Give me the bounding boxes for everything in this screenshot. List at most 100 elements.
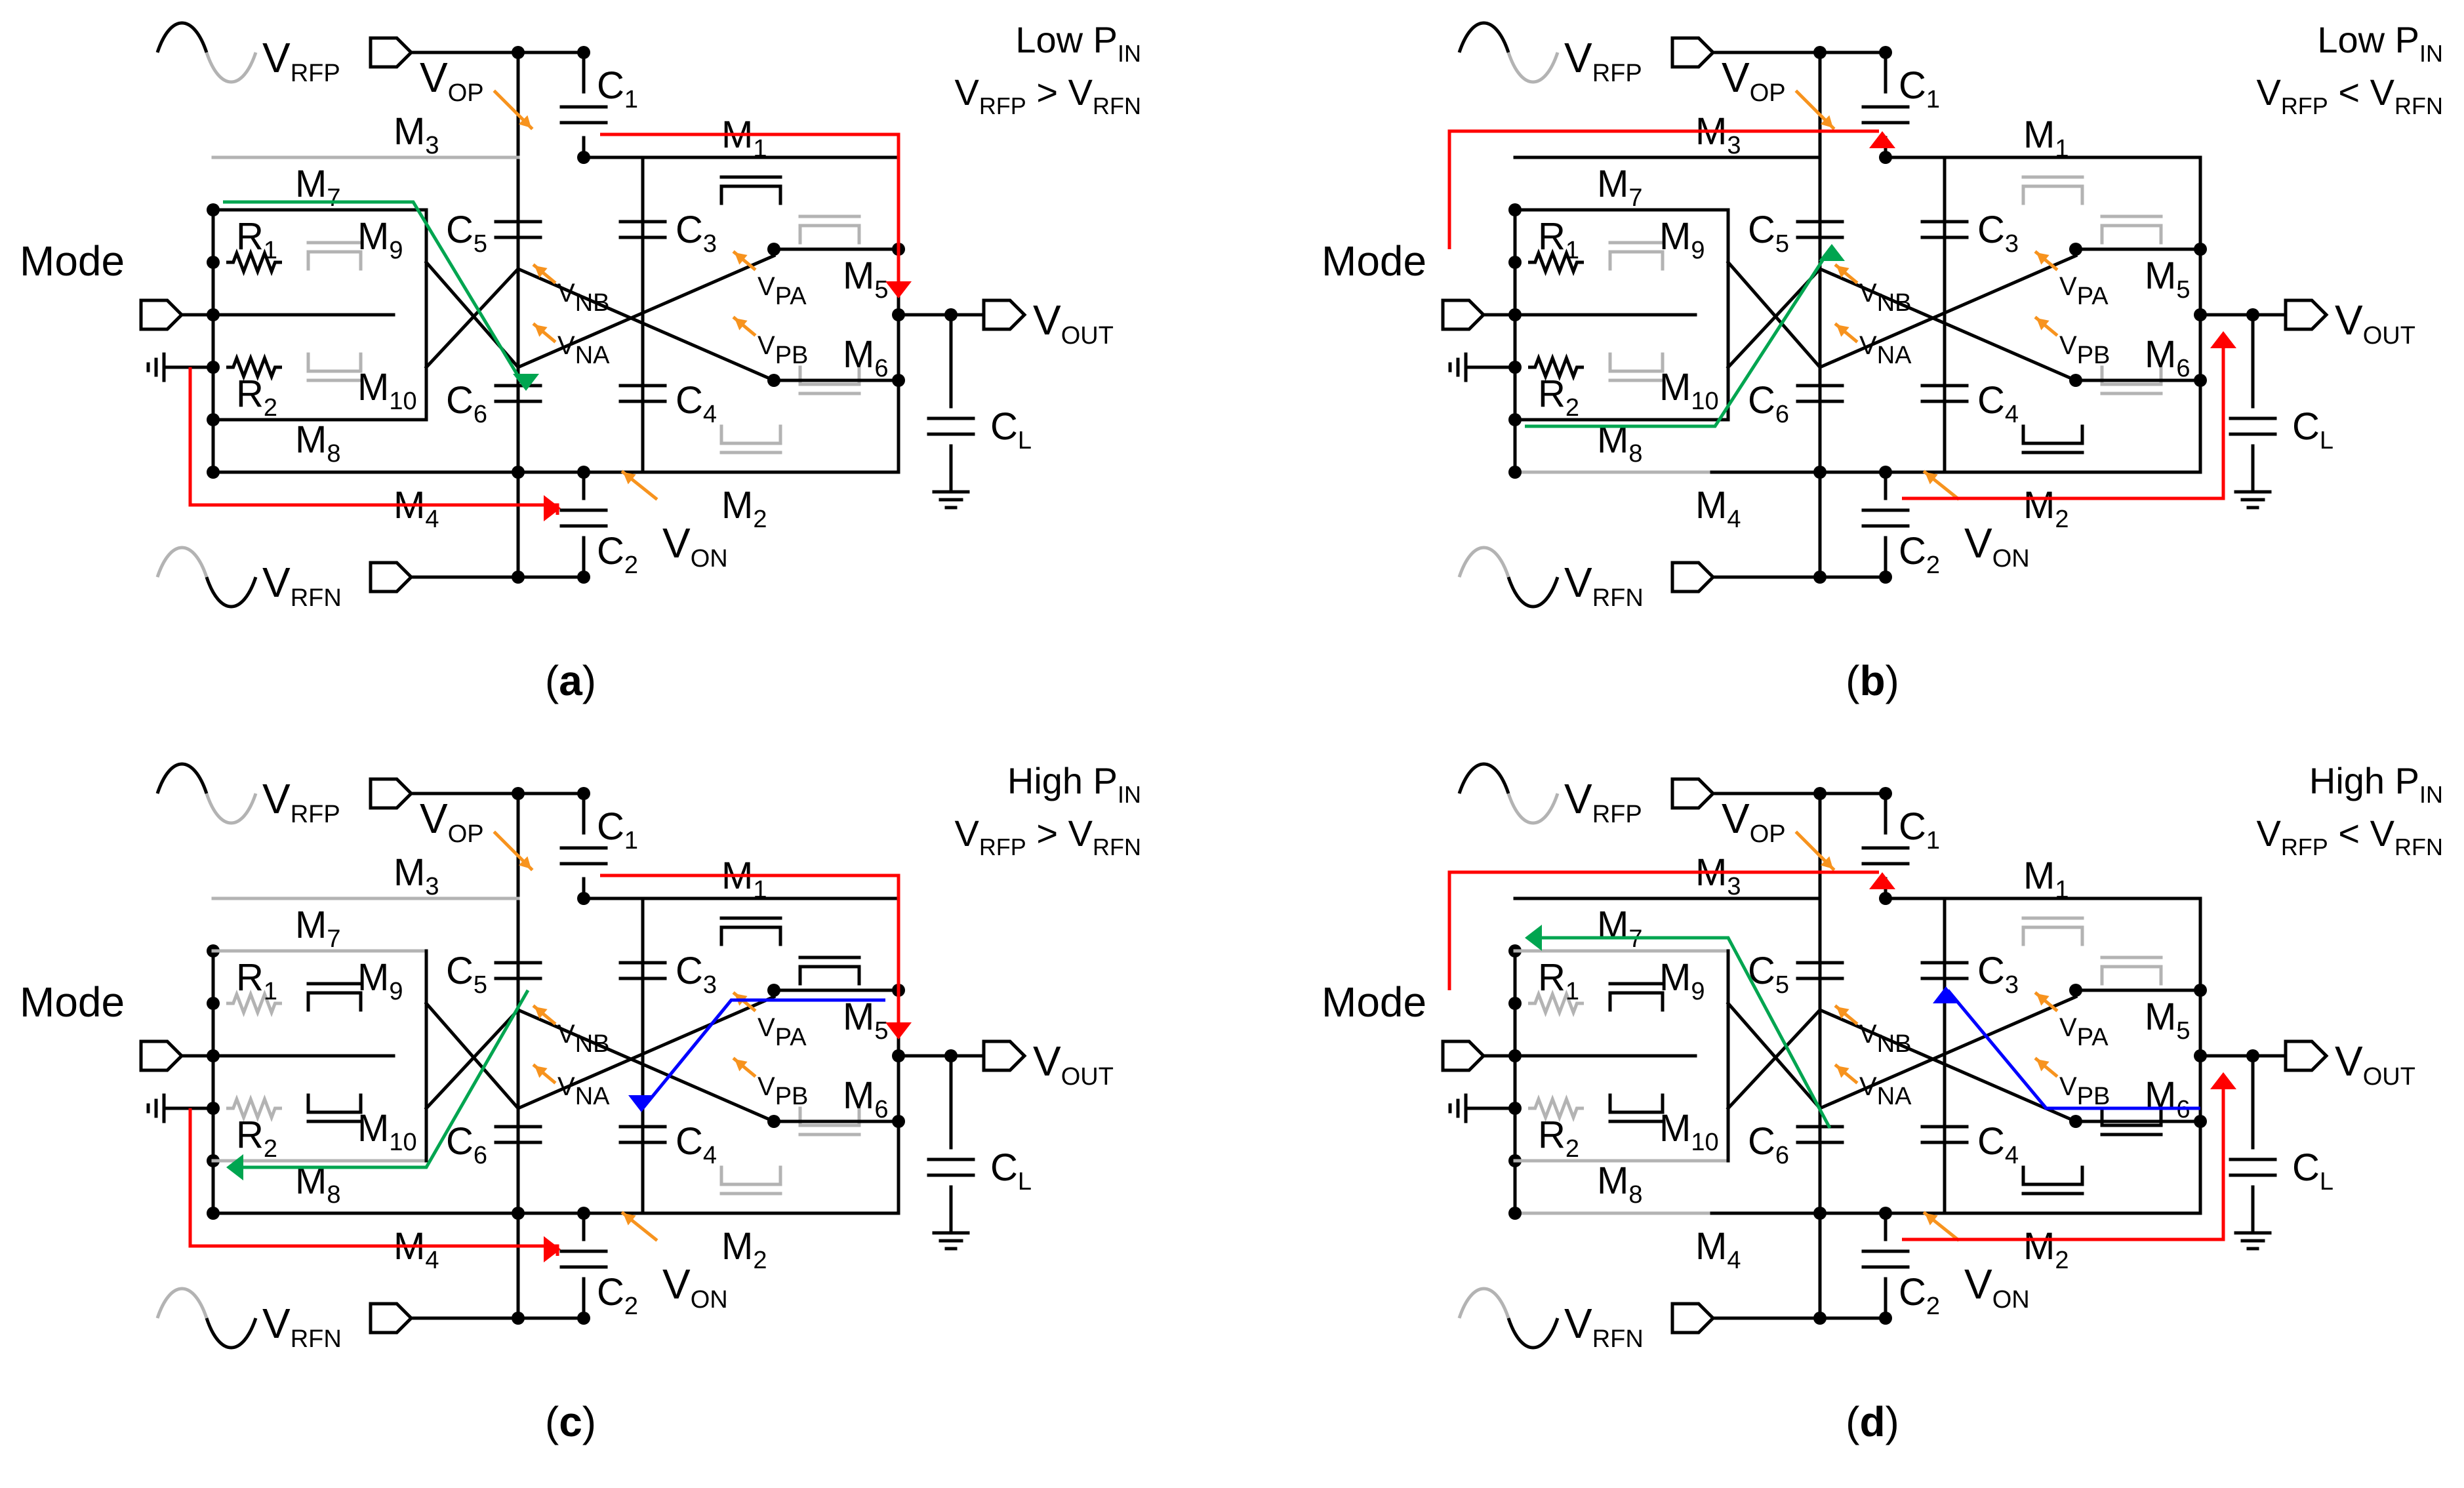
vnb-marker-icon [532,263,557,285]
vrfp-port-icon [1670,36,1716,69]
m2-transistor [2021,1165,2084,1196]
vpb-marker-icon [732,1056,757,1078]
vpb-label: VPB [2059,1072,2110,1110]
m3-label: M3 [1695,110,1741,159]
vop-label: VOP [1722,54,1786,107]
vna-label: VNA [557,331,610,369]
c6-label: C6 [1748,379,1789,428]
vnb-marker-icon [1834,1004,1859,1026]
vout-port-icon [2284,1039,2329,1072]
junction-dot [577,1207,590,1220]
vout-label: VOUT [2335,296,2415,350]
m9-transistor [306,982,363,1012]
junction-dot [1813,1312,1827,1325]
junction-dot [577,571,590,584]
vnb-marker-icon [532,1004,557,1026]
cross-wire [515,1007,777,1124]
c4-capacitor [618,1125,667,1144]
vrfp-source-icon [1457,21,1560,84]
c3-capacitor [618,220,667,239]
junction-dot [577,892,590,905]
vpa-label: VPA [2059,272,2109,310]
vnb-label: VNB [557,279,609,317]
c3-label: C3 [1977,209,2019,258]
m5-transistor [798,214,861,245]
vout-port-icon [2284,298,2329,331]
c5-capacitor [1796,220,1844,239]
vpb-label: VPB [757,1072,808,1110]
wire [1528,248,1584,277]
c5-label: C5 [1748,950,1789,999]
cl-capacitor [927,416,975,436]
r1-label: R1 [236,956,277,1005]
junction-dot [2069,984,2082,997]
vna-label: VNA [1859,1072,1912,1110]
c2-label: C2 [1899,530,1940,579]
r1-resistor [226,989,282,1018]
m6-label: M6 [2145,333,2190,382]
panel-c: VRFPVRFNC1C2C5C6C3C4M1M2M5M6CLVOUTM3M4M7… [20,760,1141,1445]
m9-label: M9 [357,956,403,1005]
arrowhead [885,281,912,298]
c4-capacitor [618,384,667,403]
r1-resistor [1528,248,1584,277]
m10-label: M10 [1659,1107,1719,1156]
vrfp-port-icon [1670,777,1716,810]
vnb-label: VNB [1859,279,1911,317]
vpa-label: VPA [2059,1013,2109,1051]
junction-dot [1879,1312,1892,1325]
c2-capacitor [1861,508,1910,528]
vpa-marker-icon [2034,250,2059,271]
c6-capacitor [494,384,542,403]
m10-label: M10 [357,366,417,415]
current-path-red [1902,334,2225,500]
vrfn-source-icon [1457,546,1560,609]
c3-label: C3 [676,950,717,999]
junction-dot [892,1115,905,1128]
c2-label: C2 [1899,1271,1940,1320]
vop-marker-icon [1794,89,1836,131]
mode-label: Mode [20,237,125,285]
r2-resistor [1528,1094,1584,1123]
r2-label: R2 [1538,1114,1579,1163]
vrfn-port-icon [369,561,414,593]
m9-transistor [306,241,363,271]
arrowhead [513,374,539,391]
c6-capacitor [1796,384,1844,403]
junction-dot [512,571,525,584]
r1-label: R1 [1538,215,1579,264]
m7-label: M7 [295,904,340,953]
m9-label: M9 [357,215,403,264]
vrfn-label: VRFN [1564,559,1644,612]
junction-dot [767,374,780,387]
junction-dot [577,466,590,479]
current-path-red [1447,129,1879,249]
c3-label: C3 [1977,950,2019,999]
von-label: VON [1964,519,2030,573]
vnb-label: VNB [557,1020,609,1058]
vrfn-source-icon [155,546,258,609]
junction-dot [1879,892,1892,905]
m8-label: M8 [295,418,340,468]
m4-label: M4 [1695,484,1741,533]
junction-dot [767,243,780,256]
wire [226,353,282,382]
c6-label: C6 [446,1120,487,1169]
c4-capacitor [1920,1125,1969,1144]
cross-wire [1817,1007,2078,1124]
junction-dot [1813,46,1827,59]
m1-label: M1 [721,113,767,163]
vpb-marker-icon [732,315,757,337]
c5-label: C5 [1748,209,1789,258]
junction-dot [1813,466,1827,479]
von-marker-icon [1922,1211,1960,1242]
m4-label: M4 [394,1225,439,1274]
vrfn-port-icon [369,1302,414,1335]
ground-icon [932,1231,970,1251]
c1-label: C1 [1899,805,1940,855]
vout-port-icon [982,298,1027,331]
wire [1528,989,1584,1018]
current-path-green [1525,248,1832,428]
von-label: VON [1964,1260,2030,1314]
junction-dot [577,151,590,164]
